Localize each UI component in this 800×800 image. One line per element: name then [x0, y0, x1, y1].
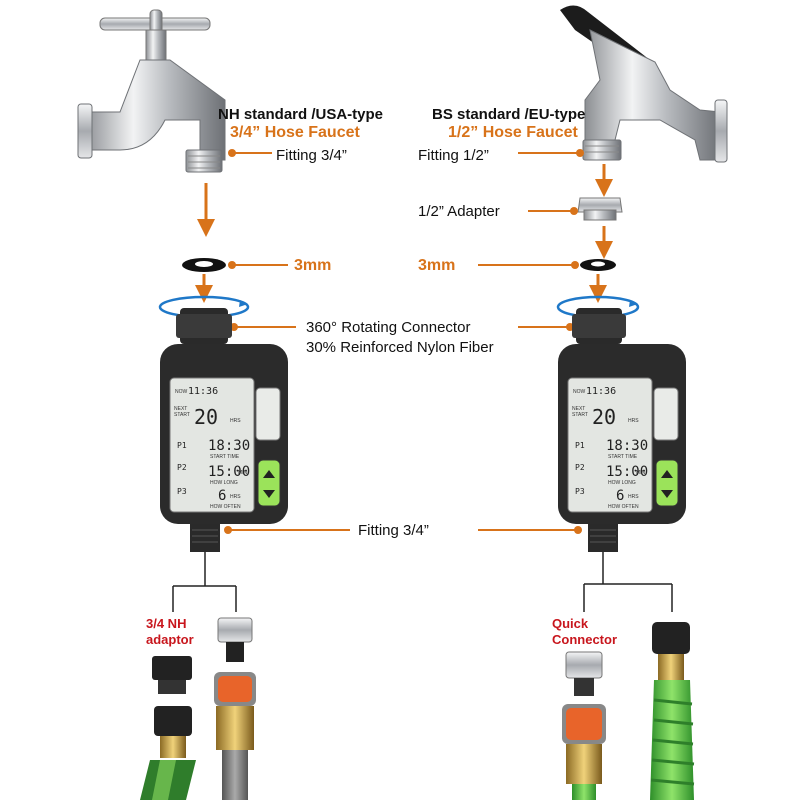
outlet-fitting-label: Fitting 3/4”: [358, 522, 429, 539]
svg-text:P3: P3: [575, 487, 585, 496]
svg-text:NOW: NOW: [175, 389, 188, 395]
right-standard-label: BS standard /EU-type: [432, 106, 585, 123]
svg-text:15:00: 15:00: [208, 464, 250, 480]
svg-text:HOW OFTEN: HOW OFTEN: [210, 504, 241, 510]
left-timer: [160, 308, 288, 552]
quick-connector-right: [562, 651, 606, 800]
left-washer-label: 3mm: [294, 257, 331, 274]
svg-text:HRS: HRS: [628, 418, 639, 424]
quick-connector-label-2: Connector: [552, 632, 617, 647]
svg-text:START TIME: START TIME: [608, 454, 638, 460]
svg-text:11:36: 11:36: [586, 386, 616, 397]
svg-text:P3: P3: [177, 487, 187, 496]
nh-adaptor-label-1: 3/4 NH: [146, 616, 186, 631]
right-faucet: [560, 5, 728, 163]
left-faucet: [77, 9, 226, 173]
svg-text:HOW OFTEN: HOW OFTEN: [608, 504, 639, 510]
svg-text:MIN: MIN: [238, 470, 248, 476]
right-timer: [558, 308, 686, 552]
svg-text:18:30: 18:30: [208, 438, 250, 454]
svg-text:HRS: HRS: [230, 418, 241, 424]
svg-text:HRS: HRS: [230, 494, 241, 500]
adapter-label: 1/2” Adapter: [418, 203, 500, 220]
half-inch-adapter: [577, 197, 623, 221]
svg-text:11:36: 11:36: [188, 386, 218, 397]
right-fitting-label: Fitting 1/2”: [418, 147, 489, 164]
svg-text:18:30: 18:30: [606, 438, 648, 454]
right-lcd: NOW 11:36 NEXT START 20 HRS P1 18:30 STA…: [572, 386, 648, 510]
right-faucet-label: 1/2” Hose Faucet: [448, 124, 579, 141]
green-expandable-hose: [650, 622, 695, 800]
svg-text:START: START: [572, 412, 588, 418]
svg-text:15:00: 15:00: [606, 464, 648, 480]
svg-text:HOW LONG: HOW LONG: [608, 480, 636, 486]
svg-text:HOW LONG: HOW LONG: [210, 480, 238, 486]
svg-text:HRS: HRS: [628, 494, 639, 500]
right-washer-label: 3mm: [418, 257, 455, 274]
left-standard-label: NH standard /USA-type: [218, 106, 383, 123]
svg-text:20: 20: [194, 405, 218, 429]
left-fitting-dot: [228, 149, 236, 157]
nh-hose: [140, 706, 196, 800]
svg-text:NEXT: NEXT: [572, 406, 585, 412]
left-branch-lines: [172, 552, 237, 612]
svg-text:MIN: MIN: [636, 470, 646, 476]
left-fitting-label: Fitting 3/4”: [276, 147, 347, 164]
quick-connector-left: [214, 617, 256, 800]
svg-text:6: 6: [616, 488, 624, 504]
left-faucet-label: 3/4” Hose Faucet: [230, 124, 361, 141]
svg-text:6: 6: [218, 488, 226, 504]
svg-text:P2: P2: [177, 463, 187, 472]
nh-adaptor-label-2: adaptor: [146, 632, 194, 647]
svg-text:P1: P1: [575, 441, 585, 450]
svg-text:P2: P2: [575, 463, 585, 472]
svg-text:START: START: [174, 412, 190, 418]
svg-text:NOW: NOW: [573, 389, 586, 395]
svg-text:P1: P1: [177, 441, 187, 450]
right-fitting-dot: [576, 149, 584, 157]
left-lcd: NOW 11:36 NEXT START 20 HRS P1 18:30 STA…: [174, 386, 250, 510]
right-branch-lines: [583, 552, 673, 612]
connector-label-1: 360° Rotating Connector: [306, 319, 470, 336]
svg-text:START TIME: START TIME: [210, 454, 240, 460]
connector-label-2: 30% Reinforced Nylon Fiber: [306, 339, 494, 356]
adapter-dot: [570, 207, 578, 215]
nh-adaptor: [152, 656, 192, 694]
svg-text:NEXT: NEXT: [174, 406, 187, 412]
quick-connector-label-1: Quick: [552, 616, 589, 631]
svg-text:20: 20: [592, 405, 616, 429]
